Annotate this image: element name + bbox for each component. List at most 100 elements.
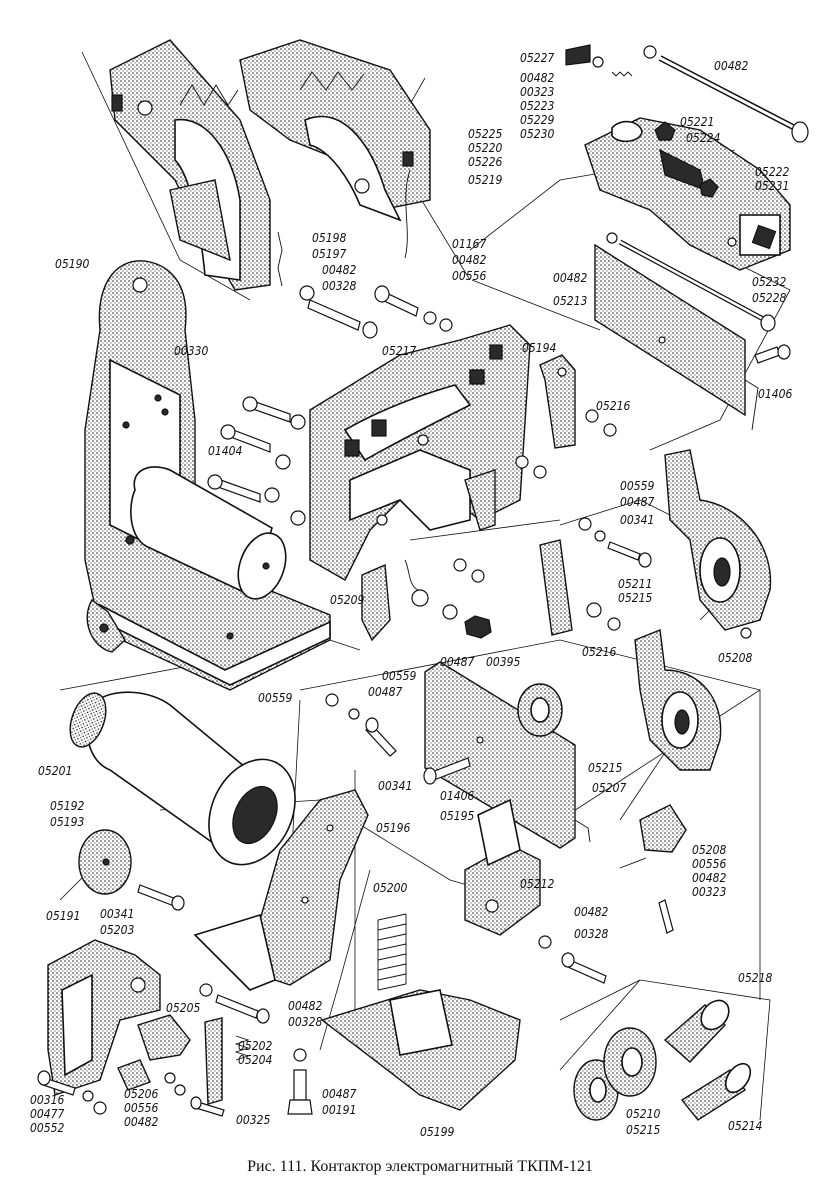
- label-05215-a: 05215: [618, 591, 652, 605]
- label-00487-a: 00487: [620, 495, 654, 509]
- label-05199: 05199: [420, 1125, 454, 1139]
- label-00487-c: 00487: [368, 685, 402, 699]
- main-frame-05190: [84, 260, 331, 691]
- bracket-05194: [515, 354, 617, 479]
- insulating-plate-05213: [594, 243, 759, 431]
- label-05195: 05195: [440, 809, 474, 823]
- label-05191: 05191: [46, 909, 80, 923]
- label-00482-f: 00482: [574, 905, 608, 919]
- label-05216-b: 05216: [582, 645, 616, 659]
- screw-00328-b: [199, 983, 270, 1024]
- long-bolt-00482: [643, 45, 809, 143]
- label-05218: 05218: [738, 971, 772, 985]
- bracket-05203: [47, 939, 161, 1096]
- label-05212: 05212: [520, 877, 554, 891]
- bracket-05205: [137, 1014, 191, 1061]
- label-05202: 05202: [238, 1039, 272, 1053]
- label-00395: 00395: [486, 655, 520, 669]
- label-05208-b: 05208: [692, 843, 726, 857]
- label-00482-g: 00482: [288, 999, 322, 1013]
- label-05216-a: 05216: [596, 399, 630, 413]
- label-00482: 00482: [520, 71, 554, 85]
- washer-05215: [517, 683, 563, 737]
- screw-00341-c: [137, 884, 185, 911]
- label-05226: 05226: [468, 155, 502, 169]
- label-05220: 05220: [468, 141, 502, 155]
- label-00328-b: 00328: [574, 927, 608, 941]
- washers-05210: [573, 1027, 657, 1121]
- label-00487-d: 00487: [322, 1087, 356, 1101]
- label-00323-b: 00323: [692, 885, 726, 899]
- label-00559-a: 00559: [620, 479, 654, 493]
- label-05217: 05217: [382, 344, 416, 358]
- arc-chute-left: [109, 39, 283, 291]
- part-labels: 05227 00482 00323 05223 05229 05230 0522…: [30, 51, 792, 1139]
- label-00559-b: 00559: [382, 669, 416, 683]
- screw-00341-a: [578, 517, 652, 568]
- label-05192: 05192: [50, 799, 84, 813]
- screw-00325: [190, 1096, 225, 1117]
- label-05206: 05206: [124, 1087, 158, 1101]
- contact-holder-05217: [309, 324, 531, 581]
- contact-05209: [361, 558, 492, 642]
- label-00482-c: 00482: [452, 253, 486, 267]
- label-05232: 05232: [752, 275, 786, 289]
- label-05222: 05222: [755, 165, 789, 179]
- label-05210: 05210: [626, 1107, 660, 1121]
- label-00559-c: 00559: [258, 691, 292, 705]
- label-00341-b: 00341: [378, 779, 412, 793]
- label-00328-c: 00328: [288, 1015, 322, 1029]
- bracket-05195: [464, 798, 541, 936]
- coil-05192: [69, 691, 296, 866]
- label-00191: 00191: [322, 1103, 356, 1117]
- label-00328-a: 00328: [322, 279, 356, 293]
- label-05207: 05207: [592, 781, 626, 795]
- label-05204: 05204: [238, 1053, 272, 1067]
- screw-00341-b: [325, 693, 397, 757]
- label-05190: 05190: [55, 257, 89, 271]
- label-05229: 05229: [520, 113, 554, 127]
- magnet-core: [130, 466, 287, 600]
- label-05201: 05201: [38, 764, 72, 778]
- label-05221: 05221: [680, 115, 714, 129]
- screw-01406-b: [423, 757, 471, 785]
- label-05198: 05198: [312, 231, 346, 245]
- armature-05196: [193, 789, 369, 991]
- label-01167: 01167: [452, 237, 486, 251]
- long-bolt-00482-lower: [606, 232, 776, 332]
- label-00552: 00552: [30, 1121, 64, 1135]
- label-00482-h: 00482: [124, 1115, 158, 1129]
- label-05228: 05228: [752, 291, 786, 305]
- label-00330: 00330: [174, 344, 208, 358]
- label-05203: 05203: [100, 923, 134, 937]
- label-05205: 05205: [166, 1001, 200, 1015]
- label-05223: 05223: [520, 99, 554, 113]
- label-00323: 00323: [520, 85, 554, 99]
- screw-00328-a: [538, 935, 607, 984]
- label-05215-c: 05215: [626, 1123, 660, 1137]
- label-05209: 05209: [330, 593, 364, 607]
- label-05225: 05225: [468, 127, 502, 141]
- terminal-05207: [634, 629, 722, 771]
- label-05231: 05231: [755, 179, 789, 193]
- small-bracket-05227: [565, 44, 633, 77]
- label-05224: 05224: [686, 131, 720, 145]
- label-01404: 01404: [208, 444, 242, 458]
- screw-00316: [37, 1070, 107, 1115]
- arc-chute-right: [239, 39, 431, 259]
- label-00556-a: 00556: [452, 269, 486, 283]
- screw-01406-a: [754, 344, 791, 364]
- label-05211: 05211: [618, 577, 652, 591]
- plate-05212: [424, 661, 591, 849]
- label-00316: 00316: [30, 1093, 64, 1107]
- label-05213: 05213: [553, 294, 587, 308]
- label-00556-c: 00556: [124, 1101, 158, 1115]
- screws-00330: [207, 396, 306, 526]
- label-05227: 05227: [520, 51, 554, 65]
- spring-05200: [377, 913, 407, 991]
- label-00341-a: 00341: [620, 513, 654, 527]
- clip-05206: [117, 1059, 186, 1096]
- label-00482-b: 00482: [322, 263, 356, 277]
- label-05197: 05197: [312, 247, 346, 261]
